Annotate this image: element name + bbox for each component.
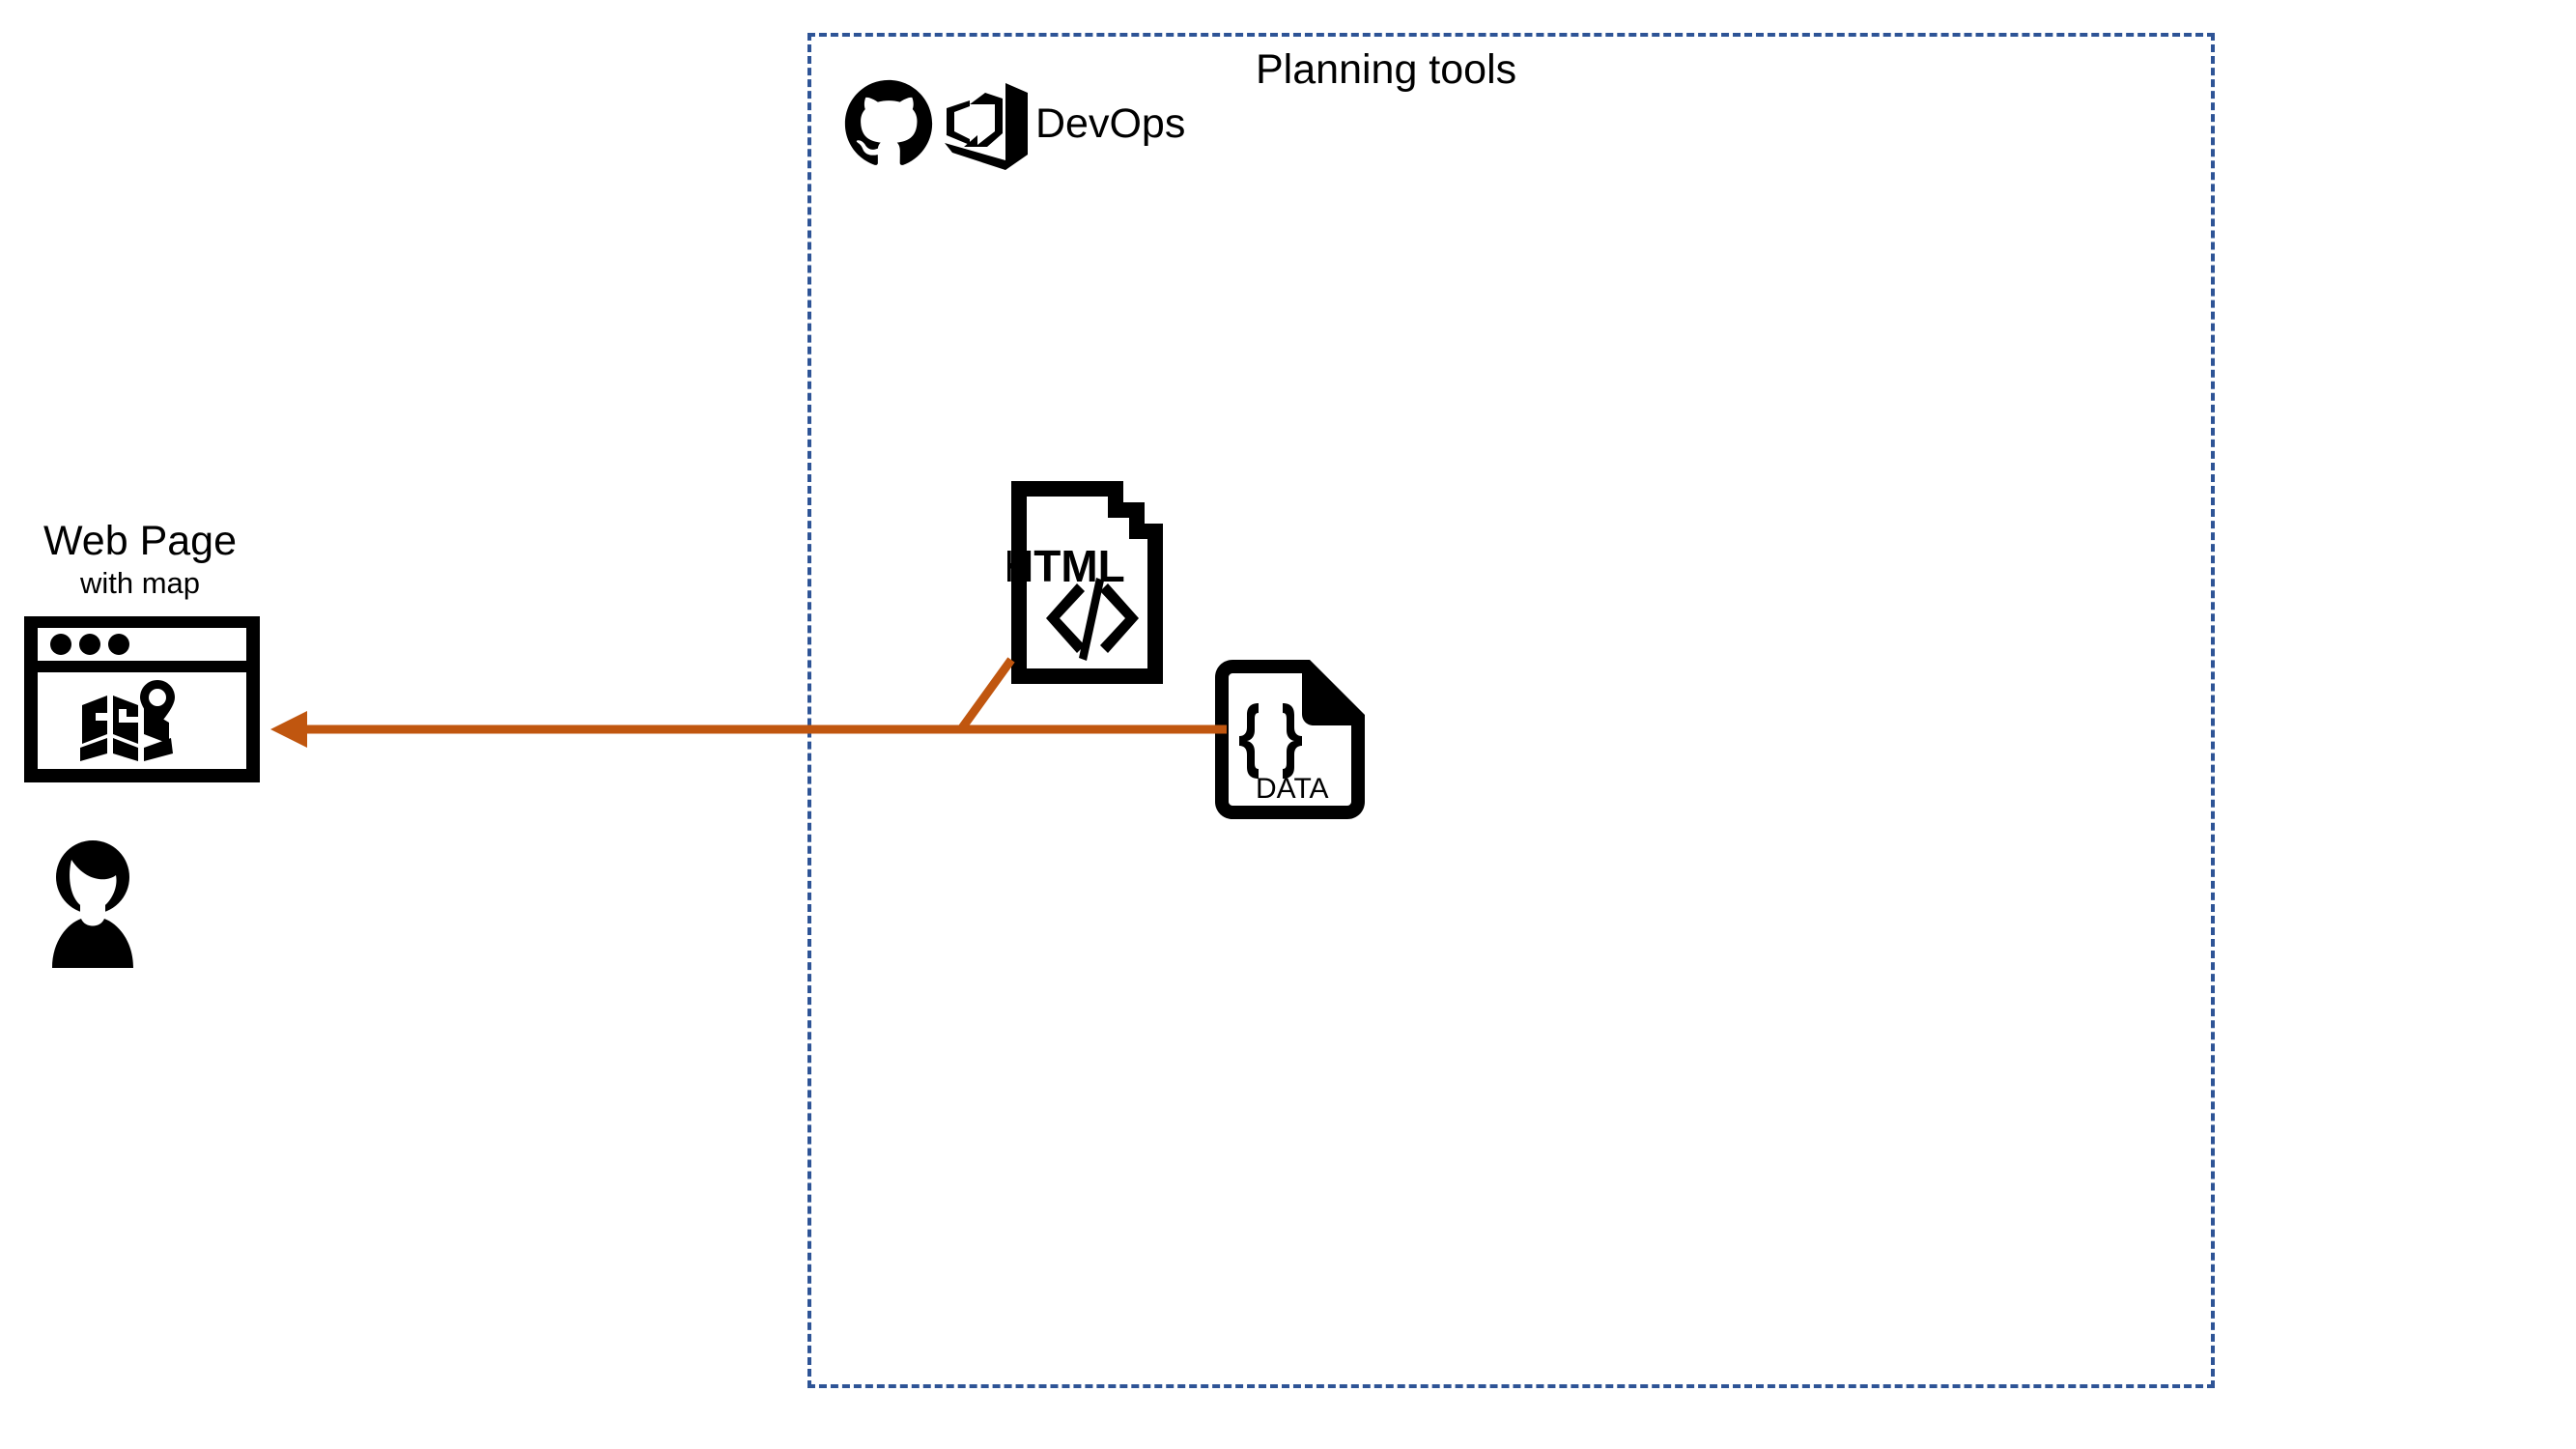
data-file-label: DATA (1256, 773, 1329, 805)
data-file-icon[interactable]: DATA (1215, 660, 1365, 819)
web-page-map-icon[interactable] (24, 616, 260, 782)
web-page-title: Web Page (42, 518, 237, 564)
html-file-icon[interactable]: HTML (1007, 477, 1167, 688)
map-pin-icon (140, 680, 175, 726)
braces-glyph (1239, 703, 1302, 779)
planning-tools-group (807, 33, 2215, 1388)
github-icon[interactable] (842, 77, 935, 170)
planning-tools-title: Planning tools (1256, 46, 1517, 93)
azure-devops-icon[interactable] (945, 75, 1028, 172)
web-page-subtitle: with map (79, 566, 201, 600)
html-file-label: HTML (1007, 541, 1125, 591)
devops-label: DevOps (1035, 99, 1186, 147)
planning-tools-logos: DevOps (842, 75, 1185, 172)
user-avatar-icon[interactable] (35, 833, 151, 968)
window-dots (50, 634, 129, 655)
arrow-head (270, 711, 307, 748)
code-glyph (1046, 578, 1139, 661)
